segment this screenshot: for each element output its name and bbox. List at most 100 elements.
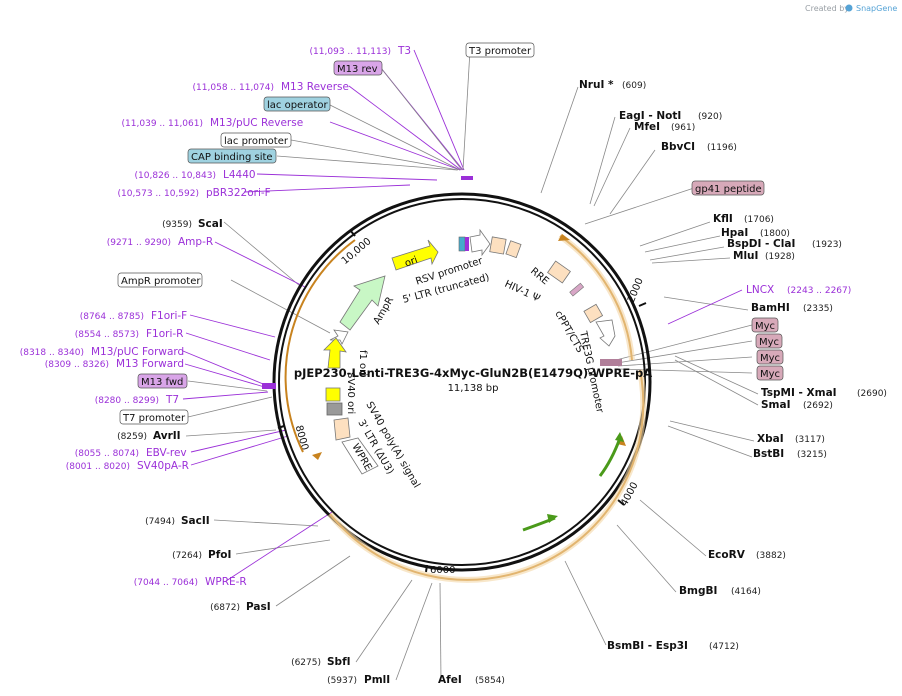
- svg-text:(5937): (5937): [327, 676, 357, 686]
- wpre-feature: [333, 417, 351, 441]
- backbone-outer: [272, 192, 652, 572]
- enzyme-name[interactable]: BstBI: [753, 448, 784, 460]
- m13-fwd-label[interactable]: M13 fwd: [141, 377, 183, 388]
- primer-mark: [461, 176, 473, 180]
- svg-text:(1928): (1928): [765, 252, 795, 262]
- gp41-peptide-label[interactable]: gp41 peptide: [695, 184, 762, 195]
- enzyme-labels-left: (5937) PmlI (6275) SbfI (6872) PasI (726…: [117, 218, 390, 686]
- enzyme-name[interactable]: MfeI: [634, 121, 660, 133]
- svg-text:(8280 .. 8299): (8280 .. 8299): [95, 396, 159, 406]
- f1-ori-label: f1 ori: [357, 350, 368, 376]
- rre-label: RRE: [528, 266, 551, 287]
- svg-text:(11,058 .. 11,074): (11,058 .. 11,074): [193, 83, 274, 93]
- primer-name[interactable]: M13/pUC Forward: [91, 346, 184, 358]
- primer-name[interactable]: WPRE-R: [205, 576, 247, 588]
- enzyme-name[interactable]: HpaI: [721, 227, 748, 239]
- snapgene-logo-icon: [845, 4, 853, 12]
- enzyme-name[interactable]: KflI: [713, 213, 733, 225]
- primer-name[interactable]: M13 Forward: [116, 358, 184, 370]
- svg-text:2000: 2000: [626, 276, 646, 304]
- primer-name[interactable]: SV40pA-R: [137, 460, 189, 472]
- svg-text:(2692): (2692): [803, 401, 833, 411]
- ampr-promoter-label[interactable]: AmpR promoter: [121, 276, 201, 287]
- svg-text:(8001 .. 8020): (8001 .. 8020): [66, 462, 130, 472]
- enzyme-name[interactable]: EagI - NotI: [619, 110, 681, 122]
- svg-text:(8764 .. 8785): (8764 .. 8785): [80, 312, 144, 322]
- backbone-inner: [278, 198, 646, 566]
- svg-text:(8055 .. 8074): (8055 .. 8074): [75, 449, 139, 459]
- t7-promoter-label[interactable]: T7 promoter: [122, 413, 186, 424]
- green-arrow-1: [598, 437, 622, 477]
- svg-text:(3117): (3117): [795, 435, 825, 445]
- hiv-psi-label: HIV-1 Ψ: [503, 279, 542, 305]
- cap-binding-site-label[interactable]: CAP binding site: [191, 152, 273, 163]
- primer-name[interactable]: pBR322ori-F: [206, 187, 271, 199]
- primer-name[interactable]: T7: [165, 394, 179, 406]
- primer-name[interactable]: EBV-rev: [146, 447, 187, 459]
- svg-text:(7494): (7494): [145, 517, 175, 527]
- svg-text:(7044 .. 7064): (7044 .. 7064): [134, 578, 198, 588]
- snapgene-logo-text: SnapGene: [856, 4, 897, 13]
- enzyme-name[interactable]: AfeI: [438, 674, 462, 686]
- enzyme-name[interactable]: XbaI: [757, 433, 784, 445]
- svg-text:(920): (920): [698, 112, 722, 122]
- primer-labels: (11,093 .. 11,113) T3 (11,058 .. 11,074)…: [20, 45, 852, 588]
- svg-text:(3215): (3215): [797, 450, 827, 460]
- ori-feature: [391, 239, 439, 271]
- m13-rev-label[interactable]: M13 rev: [337, 64, 378, 75]
- enzyme-name[interactable]: PmlI: [364, 674, 390, 686]
- enzyme-name[interactable]: BspDI - ClaI: [727, 238, 795, 250]
- svg-text:(8259): (8259): [117, 432, 147, 442]
- primer-name[interactable]: M13 Reverse: [281, 81, 349, 93]
- tre3g-feature: [595, 319, 616, 347]
- svg-text:(9359): (9359): [162, 220, 192, 230]
- svg-text:(609): (609): [622, 81, 646, 91]
- primer-name[interactable]: L4440: [223, 169, 256, 181]
- svg-text:(6275): (6275): [291, 658, 321, 668]
- leader-lines: [185, 86, 759, 681]
- credit-text: Created by: [805, 4, 849, 13]
- enzyme-name[interactable]: SmaI: [761, 399, 791, 411]
- enzyme-name[interactable]: ScaI: [198, 218, 223, 230]
- svg-text:(5854): (5854): [475, 676, 505, 686]
- primer-name[interactable]: LNCX: [746, 284, 774, 296]
- enzyme-name[interactable]: PasI: [246, 601, 271, 613]
- boxed-labels: M13 rev lac operator lac promoter CAP bi…: [117, 42, 784, 425]
- myc-label[interactable]: Myc: [759, 337, 779, 348]
- enzyme-name[interactable]: SbfI: [327, 656, 351, 668]
- enzyme-name[interactable]: BbvCI: [661, 141, 695, 153]
- enzyme-name[interactable]: TspMI - XmaI: [761, 387, 837, 399]
- primer-mark: [262, 383, 276, 389]
- svg-text:(1706): (1706): [744, 215, 774, 225]
- enzyme-name[interactable]: BmgBI: [679, 585, 717, 597]
- svg-text:(8309 .. 8326): (8309 .. 8326): [45, 360, 109, 370]
- primer-leader-lines: [182, 49, 743, 582]
- map-title: pJEP230-Lenti-TRE3G-4xMyc-GluN2B(E1479Q)…: [294, 366, 652, 380]
- enzyme-name[interactable]: AvrII: [153, 430, 181, 442]
- t3-promoter-label[interactable]: T3 promoter: [468, 46, 532, 57]
- lac-operator-label[interactable]: lac operator: [267, 100, 328, 111]
- svg-text:(11,039 .. 11,061): (11,039 .. 11,061): [122, 119, 203, 129]
- enzyme-name[interactable]: EcoRV: [708, 549, 746, 561]
- enzyme-name[interactable]: PfoI: [208, 549, 231, 561]
- enzyme-name[interactable]: BamHI: [751, 302, 790, 314]
- enzyme-name[interactable]: BsmBI - Esp3I: [607, 640, 688, 652]
- myc-label[interactable]: Myc: [760, 353, 780, 364]
- sv40-feature: [325, 387, 341, 402]
- primer-name[interactable]: Amp-R: [178, 236, 213, 248]
- enzyme-name[interactable]: MluI: [733, 250, 758, 262]
- primer-name[interactable]: F1ori-F: [151, 310, 187, 322]
- primer-name[interactable]: F1ori-R: [146, 328, 183, 340]
- svg-text:(2690): (2690): [857, 389, 887, 399]
- polyA-feature: [326, 402, 343, 416]
- enzyme-name[interactable]: NruI *: [579, 79, 614, 91]
- primer-name[interactable]: T3: [397, 45, 411, 57]
- myc-label[interactable]: Myc: [760, 369, 780, 380]
- myc-label[interactable]: Myc: [755, 321, 775, 332]
- svg-text:(1923): (1923): [812, 240, 842, 250]
- svg-text:(10,573 .. 10,592): (10,573 .. 10,592): [118, 189, 199, 199]
- primer-name[interactable]: M13/pUC Reverse: [210, 117, 303, 129]
- enzyme-name[interactable]: SacII: [181, 515, 210, 527]
- lac-promoter-label[interactable]: lac promoter: [224, 136, 289, 147]
